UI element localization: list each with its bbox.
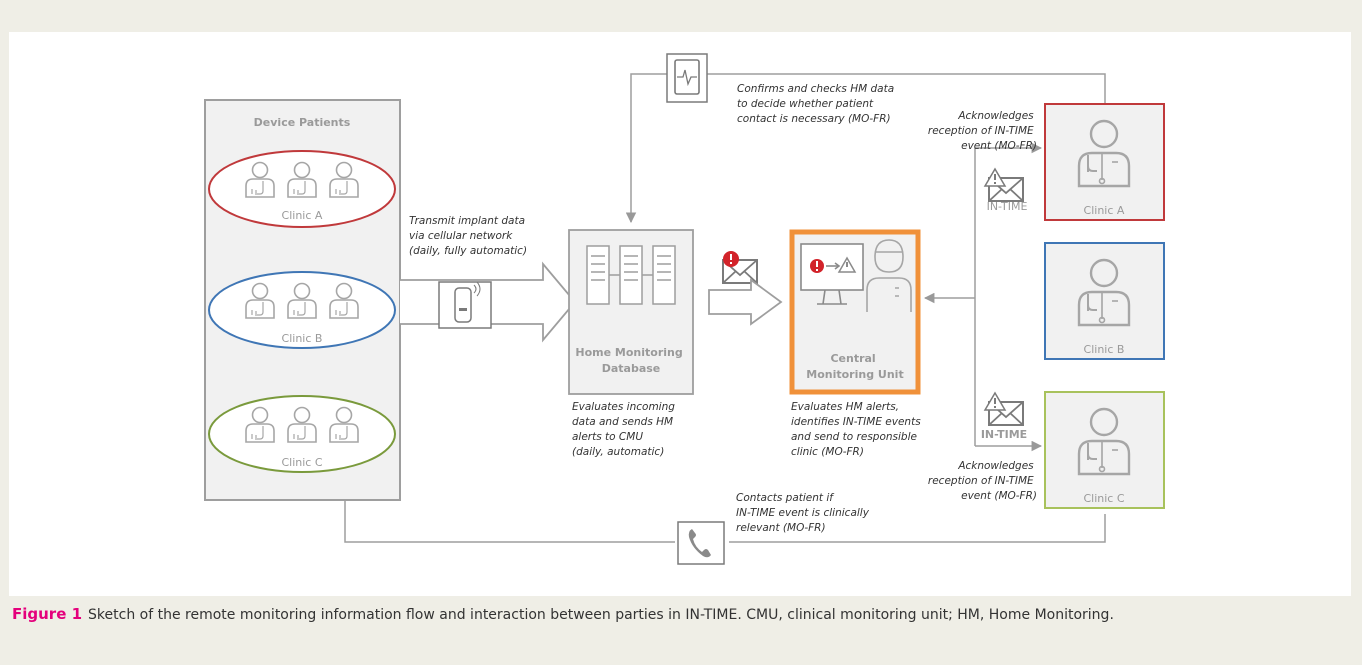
phone-icon [677, 521, 725, 565]
caption-text: Sketch of the remote monitoring informat… [88, 607, 1114, 623]
envelope-alert-icon [983, 391, 1024, 426]
clinic-a-physician-label: Clinic A [1084, 204, 1125, 217]
database-to-cmu-arrow [708, 278, 783, 326]
figure-caption: Figure 1 Sketch of the remote monitoring … [12, 604, 1350, 626]
information-flow-diagram: Device Patients Clinic A Clinic B Clinic… [204, 53, 1165, 565]
envelope-alert-icon [722, 251, 758, 284]
confirm-arrow [625, 73, 669, 224]
tablet-ecg-icon [666, 53, 708, 103]
device-patients-title: Device Patients [254, 116, 351, 129]
transmit-note: Transmit implant data via cellular netwo… [409, 215, 528, 257]
clinic-a-patients-ellipse [208, 150, 396, 228]
intime-envelope-label-bottom: IN-TIME [981, 428, 1027, 441]
ack-note-bottom: Acknowledges reception of IN-TIME event … [928, 460, 1037, 502]
clinic-a-patients-label: Clinic A [282, 209, 323, 222]
cmu-note: Evaluates HM alerts, identifies IN-TIME … [791, 401, 924, 458]
clinic-b-patients-ellipse [208, 271, 396, 349]
figure-label: Figure 1 [12, 605, 83, 623]
intime-envelope-label-top: IN-TIME [987, 200, 1028, 213]
contact-note: Contacts patient if IN-TIME event is cli… [736, 492, 872, 534]
clinic-c-patients-label: Clinic C [281, 456, 322, 469]
clinic-a-physician-box [1044, 103, 1165, 221]
clinic-c-physician-label: Clinic C [1083, 492, 1124, 505]
ack-note-top: Acknowledges reception of IN-TIME event … [928, 110, 1037, 152]
contact-line [729, 514, 1106, 543]
database-note: Evaluates incoming data and sends HM ale… [572, 401, 678, 458]
clinic-b-physician-box [1044, 242, 1165, 360]
clinic-c-patients-ellipse [208, 395, 396, 473]
top-note: Confirms and checks HM data to decide wh… [737, 83, 897, 125]
clinic-b-physician-label: Clinic B [1084, 343, 1125, 356]
operator-icon [866, 239, 912, 312]
transmitter-icon [438, 281, 492, 329]
clinic-c-physician-box [1044, 391, 1165, 509]
cmu-label: Central Monitoring Unit [806, 352, 903, 381]
server-icon [586, 245, 676, 305]
monitor-alert-icon [800, 243, 864, 305]
clinic-b-patients-label: Clinic B [282, 332, 323, 345]
figure-panel: Device Patients Clinic A Clinic B Clinic… [9, 32, 1351, 596]
envelope-alert-icon [983, 167, 1024, 202]
database-label: Home Monitoring Database [575, 346, 686, 375]
confirm-line [687, 73, 1106, 104]
